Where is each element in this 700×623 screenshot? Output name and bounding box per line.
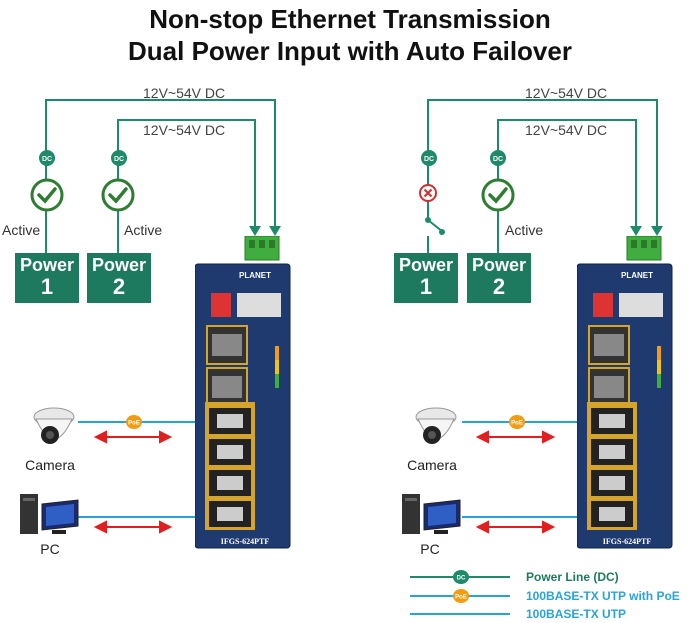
fail-x-icon: [419, 184, 437, 202]
legend-power-line: Power Line (DC): [526, 570, 619, 584]
right-pc-label: PC: [420, 541, 440, 557]
power-label: Power: [91, 255, 147, 275]
left-camera-label: Camera: [25, 457, 75, 473]
right-switch-device: PLANET: [577, 236, 673, 549]
camera-icon: [415, 407, 457, 444]
svg-text:PoE: PoE: [455, 595, 467, 601]
check-circle-icon: [481, 178, 515, 212]
legend-utp: 100BASE-TX UTP: [526, 607, 627, 621]
dc-badge-icon: DC: [39, 150, 55, 166]
right-power-2-box: Power 2: [467, 253, 531, 303]
left-switch-model: IFGS-624PTF: [220, 537, 270, 546]
svg-text:DC: DC: [114, 156, 124, 163]
svg-text:DC: DC: [424, 156, 434, 163]
right-active-2: Active: [505, 222, 544, 238]
left-power-2-box: Power 2: [87, 253, 151, 303]
legend-dc-icon: DC: [453, 570, 469, 584]
power-number: 1: [40, 274, 54, 299]
left-pc-label: PC: [40, 541, 60, 557]
svg-text:DC: DC: [493, 156, 503, 163]
left-switch-device: PLANET: [195, 236, 291, 549]
svg-text:PoE: PoE: [511, 421, 523, 427]
left-power-1-box: Power 1: [15, 253, 79, 303]
left-voltage-inner: 12V~54V DC: [143, 122, 226, 138]
svg-text:PLANET: PLANET: [239, 271, 271, 280]
title-line-2: Dual Power Input with Auto Failover: [128, 36, 572, 66]
pc-icon: [402, 494, 461, 534]
broken-switch-icon: [425, 217, 445, 235]
pc-icon: [20, 494, 79, 534]
svg-text:DC: DC: [42, 156, 52, 163]
left-active-2: Active: [124, 222, 163, 238]
right-camera-label: Camera: [407, 457, 457, 473]
svg-text:PLANET: PLANET: [621, 271, 653, 280]
legend-poe-icon: PoE: [453, 589, 469, 603]
right-voltage-inner: 12V~54V DC: [525, 122, 608, 138]
poe-badge-icon: PoE: [126, 415, 142, 429]
power-number: 1: [419, 274, 433, 299]
right-switch-model: IFGS-624PTF: [602, 537, 652, 546]
right-power-1-box: Power 1: [394, 253, 458, 303]
check-circle-icon: [101, 178, 135, 212]
power-label: Power: [19, 255, 75, 275]
poe-badge-icon: PoE: [509, 415, 525, 429]
power-number: 2: [112, 274, 126, 299]
check-circle-icon: [30, 178, 64, 212]
title-line-1: Non-stop Ethernet Transmission: [149, 4, 551, 34]
svg-text:DC: DC: [457, 576, 466, 582]
right-voltage-outer: 12V~54V DC: [525, 85, 608, 101]
power-label: Power: [471, 255, 527, 275]
power-number: 2: [492, 274, 506, 299]
power-label: Power: [398, 255, 454, 275]
legend-utp-poe: 100BASE-TX UTP with PoE: [526, 589, 680, 603]
camera-icon: [33, 407, 75, 444]
left-voltage-outer: 12V~54V DC: [143, 85, 226, 101]
dc-badge-icon: DC: [421, 150, 437, 166]
left-active-1: Active: [2, 222, 41, 238]
dc-badge-icon: DC: [111, 150, 127, 166]
svg-text:PoE: PoE: [128, 421, 140, 427]
dc-badge-icon: DC: [490, 150, 506, 166]
